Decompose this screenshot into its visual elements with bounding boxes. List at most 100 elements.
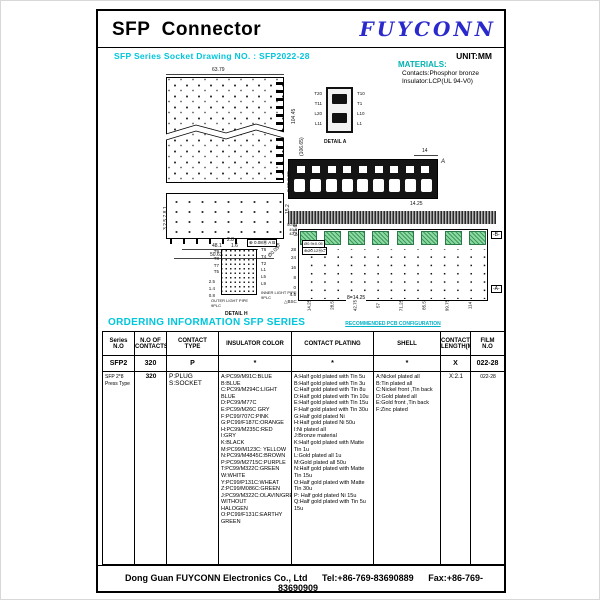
pcb-pitch-note: 8=14.25 — [346, 295, 367, 301]
code-length: X — [440, 355, 471, 372]
dh-inner-light-pipe-note: INNER LIGHT PIPE 9PLC — [261, 290, 297, 300]
pcb-scale-16: 16 — [290, 265, 296, 270]
dh-dim-2: 1.6 — [231, 243, 238, 249]
col-contact-length: CONTACT LENGTH(MM) — [440, 331, 471, 356]
pcb-pad-row — [300, 231, 486, 245]
da-port-body — [326, 87, 353, 133]
col-shell: SHELL — [373, 331, 441, 356]
cage-dim-bottom: 14.25 — [410, 201, 423, 207]
da-caption: DETAIL A — [324, 139, 347, 145]
pcb-scale-45: 4.5 — [289, 292, 296, 297]
detail-type: P:PLUG S:SOCKET — [166, 371, 219, 565]
side-bottom-dim-1: 48.1 — [212, 243, 222, 249]
code-series: SFP2 — [102, 355, 135, 372]
dh-labels-right: T6 T4 T2 L1 L5 L9 — [261, 247, 267, 286]
pcb-bottom-dim-6: 99.75 — [444, 299, 450, 312]
pcb-bsc-note: △BSC — [284, 299, 297, 304]
pcb-datum-a: -A- — [491, 285, 502, 293]
ordering-heading: ORDERING INFORMATION SFP SERIES — [108, 317, 306, 328]
pcb-hole-grid — [300, 249, 486, 299]
pcb-scale-8: 8 — [293, 275, 296, 280]
table-detail-row: SFP 2*8 Press Type 320 P:PLUG S:SOCKET A… — [102, 371, 505, 565]
pin-field-side-view — [288, 211, 496, 224]
cage-dim-top: 14 — [422, 148, 428, 154]
dh-dim-1: 2.8 — [227, 237, 234, 243]
dh-caption: DETAIL H — [225, 311, 248, 317]
pcb-bottom-dim-5: 85.5 — [421, 301, 427, 310]
side-left-dims: 3.2 5.7 8.1 — [163, 206, 169, 230]
pcb-scale-24: 24 — [290, 255, 296, 260]
col-contacts: N.O OF CONTACTS — [134, 331, 167, 356]
code-type: P — [166, 355, 219, 372]
detail-plating: A:Half gold plated with Tin 5u B:Half go… — [291, 371, 374, 565]
pcb-corner-dims: 50.63 49.6 42.1 — [286, 222, 297, 237]
col-series: Series N.O — [102, 331, 135, 356]
cage-left-dims: 8.95 8.95 — [287, 171, 293, 192]
detail-a-drawing: T20 T11 L20 L11 T10 T1 L10 L1 DETAIL A — [298, 81, 378, 155]
pcb-footprint-drawing: 50.63 49.6 42.1 Ø0.9±0.05 ⊕Ø0.12ⓂC 28 24… — [284, 222, 504, 329]
dh-pin-matrix — [221, 249, 257, 295]
col-insulator-color: INSULATOR COLOR — [218, 331, 292, 356]
materials-lines: Contacts:Phosphor bronze Insulator:LCP(U… — [402, 70, 479, 85]
table-code-row: SFP2 320 P * * * X 022-28 — [102, 355, 505, 372]
pcb-bottom-dim-1: 28.5 — [329, 301, 335, 310]
da-slot-top — [332, 94, 347, 104]
top-view-width-dim: 63.79 — [212, 67, 225, 73]
pcb-scale-0: 0 — [293, 285, 296, 290]
pcb-bottom-dim-4: 71.25 — [398, 299, 404, 312]
cage-body — [288, 159, 438, 199]
code-plating: * — [291, 355, 374, 372]
dh-labels-left: T9 T8 T7 T5 — [213, 249, 219, 275]
front-cage-drawing: 14 A 8.95 8.95 14.25 — [287, 148, 450, 211]
cage-upper-ports — [289, 166, 437, 173]
detail-shell: A:Nickel plated all B:Tin plated all C:N… — [373, 371, 441, 565]
side-bottom-dim-2: 50.63 — [210, 252, 223, 258]
side-view-drawing: 3.2 5.7 8.1 48.1 8 10.5 50.63 15.2 (25.6… — [160, 187, 299, 267]
da-labels-left: T20 T11 L20 L11 — [314, 91, 322, 126]
tel-number: Tel:+86-769-83690889 — [322, 573, 414, 583]
drawing-sheet: SFP Connector FUYCONN SFP Series Socket … — [96, 9, 506, 593]
detail-film: 022-28 — [470, 371, 505, 565]
top-view-height-dim: 104.45 — [291, 108, 297, 124]
pcb-bottom-dim-7: 114 — [467, 301, 473, 310]
footer-divider — [98, 565, 504, 566]
company-name: Dong Guan FUYCONN Electronics Co., Ltd — [125, 573, 308, 583]
drawing-number: SFP Series Socket Drawing NO. : SFP2022-… — [114, 51, 310, 61]
footer: Dong Guan FUYCONN Electronics Co., Ltd T… — [98, 573, 504, 593]
dim-line — [414, 155, 438, 156]
code-shell: * — [373, 355, 441, 372]
ordering-table: Series N.O N.O OF CONTACTS CONTACT TYPE … — [102, 331, 505, 565]
code-contacts: 320 — [134, 355, 167, 372]
dim-line — [182, 249, 258, 250]
pcb-scale-28: 28 — [290, 247, 296, 252]
page-title: SFP Connector — [112, 19, 262, 40]
break-line — [166, 123, 284, 140]
dim-line — [166, 74, 284, 75]
pcb-outline — [298, 229, 488, 301]
detail-series: SFP 2*8 Press Type — [102, 371, 135, 565]
brand-logo: FUYCONN — [359, 17, 496, 41]
pcb-bottom-dim-3: 57 — [375, 303, 381, 309]
unit-label: UNIT:MM — [456, 51, 492, 61]
col-contact-plating: CONTACT PLATING — [291, 331, 374, 356]
dh-dims-left: 2.5 1.4 0.8 — [208, 279, 215, 298]
materials-heading: MATERIALS: — [398, 60, 447, 69]
pcb-recommendation-note: RECOMMENDED PCB CONFIGURATION — [345, 321, 441, 327]
detail-length: X:2.1 — [440, 371, 471, 565]
fax-number: Fax:+86-769-83690909 — [277, 573, 483, 593]
dh-outer-light-pipe-note: OUTER LIGHT PIPE 9PLC — [211, 298, 249, 308]
detail-h-drawing: 2.8 1.6 ⊕ 0.08Ⓜ A B Ø0.05 T9 T8 T7 T5 2.… — [183, 237, 309, 321]
cage-lower-ports — [289, 179, 437, 192]
code-insulator: * — [218, 355, 292, 372]
pcb-bottom-dim-2: 42.75 — [352, 299, 358, 312]
pcb-bottom-dim-0: 14.25 — [306, 299, 312, 312]
top-view-drawing: 63.79 104.45 (106.65) — [160, 67, 305, 199]
header-divider — [98, 47, 504, 48]
detail-insulator: A:PC99/M91C:BLUE B:BLUE C:PC99/M294C:LIG… — [218, 371, 292, 565]
da-slot-bottom — [332, 113, 347, 123]
press-fit-pins — [170, 239, 280, 244]
da-labels-right: T10 T1 L10 L1 — [357, 91, 365, 126]
dh-gdt-frame: ⊕ 0.08Ⓜ A B — [247, 239, 278, 247]
code-film: 022-28 — [470, 355, 505, 372]
